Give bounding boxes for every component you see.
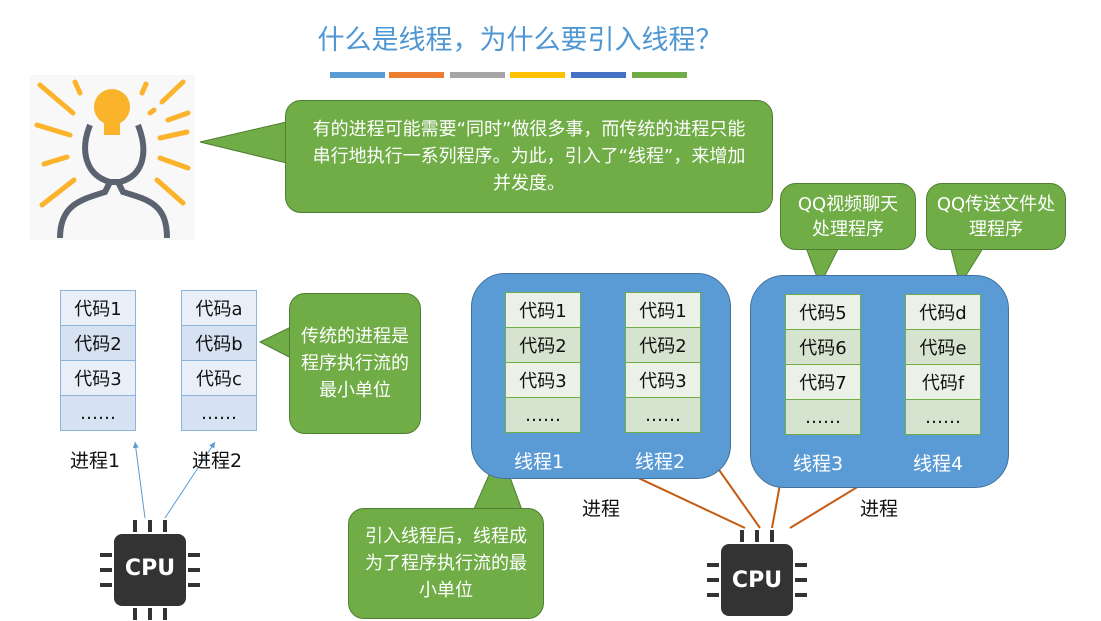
process-label: 进程1 [70,450,121,472]
title-bar-blue [330,72,385,78]
traditional-process-1: 代码1 代码2 代码3 …… [60,290,136,431]
code-cell: 代码c [181,360,257,396]
traditional-process-2: 代码a 代码b 代码c …… [181,290,257,431]
code-cell: …… [785,399,861,435]
code-cell: 代码6 [785,329,861,365]
code-cell: 代码1 [625,292,701,328]
title-bar-darkblue [571,72,626,78]
code-cell: 代码3 [625,362,701,398]
thread-label: 线程1 [514,451,565,473]
code-cell: 代码d [905,294,981,330]
title-bar-gray [450,72,505,78]
callout-qq-video: QQ视频聊天处理程序 [780,183,916,250]
code-cell: 代码2 [505,327,581,363]
callout-qq-file: QQ传送文件处理程序 [926,183,1066,250]
code-cell: …… [505,397,581,433]
cpu-label: CPU [731,568,783,593]
code-cell: …… [905,399,981,435]
code-cell: 代码2 [60,325,136,361]
title-bar-green [632,72,687,78]
process-label: 进程2 [192,450,243,472]
thread-label: 线程2 [635,451,686,473]
code-cell: 代码a [181,290,257,326]
title-bar-yellow [510,72,565,78]
slide-title: 什么是线程，为什么要引入线程？ [317,25,723,56]
cpu1-arrows [132,441,216,519]
code-cell: 代码7 [785,364,861,400]
thread-label: 线程4 [913,453,964,475]
code-cell: 代码1 [60,290,136,326]
callout-traditional: 传统的进程是程序执行流的最小单位 [289,293,421,434]
code-cell: 代码3 [505,362,581,398]
code-cell: …… [60,395,136,431]
code-cell: 代码3 [60,360,136,396]
cpu-icon: CPU [707,530,807,621]
cpu-icon: CPU [100,520,200,620]
code-cell: 代码b [181,325,257,361]
code-cell: …… [625,397,701,433]
idea-person-icon [30,75,195,240]
thread-3: 代码5 代码6 代码7 …… [785,294,861,435]
callout-after-threads: 引入线程后，线程成为了程序执行流的最小单位 [348,508,544,619]
thread-4: 代码d 代码e 代码f …… [905,294,981,435]
code-cell: 代码e [905,329,981,365]
code-cell: 代码1 [505,292,581,328]
code-cell: …… [181,395,257,431]
callout-intro: 有的进程可能需要“同时”做很多事，而传统的进程只能串行地执行一系列程序。为此，引… [285,100,773,213]
code-cell: 代码f [905,364,981,400]
code-cell: 代码2 [625,327,701,363]
code-cell: 代码5 [785,294,861,330]
title-bar-orange [389,72,444,78]
process-label: 进程 [582,498,621,520]
process-label: 进程 [860,498,899,520]
thread-1: 代码1 代码2 代码3 …… [505,292,581,433]
thread-2: 代码1 代码2 代码3 …… [625,292,701,433]
thread-label: 线程3 [793,453,844,475]
cpu-label: CPU [124,556,176,581]
